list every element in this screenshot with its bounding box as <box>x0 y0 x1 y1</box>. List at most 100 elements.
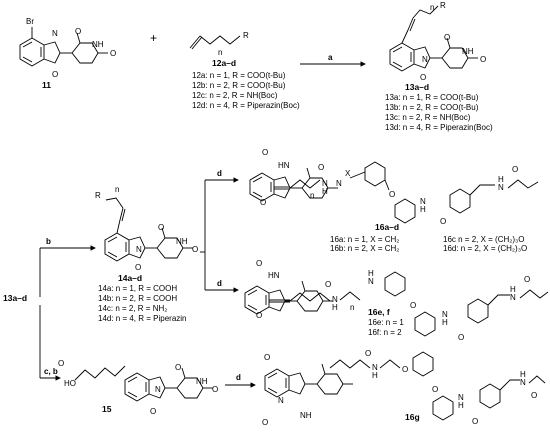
reagent-12b: 12b: n = 2, R = COO(t-Bu) <box>192 81 286 90</box>
compound-13-start-label: 13a–d <box>3 293 27 303</box>
compound-16ad-label: 16a–d <box>375 222 399 232</box>
r-group-13: R <box>440 1 446 10</box>
n-atom-16ef-a: N <box>332 295 338 304</box>
n-index-14: n <box>115 185 119 194</box>
o-atom-16ad-c: O <box>440 217 446 226</box>
hn-atom-16ef: HN <box>268 271 280 280</box>
h-atom-16ad-b: H <box>420 205 426 214</box>
o-atom-16ad-a: O <box>318 163 324 172</box>
n-index-12: n <box>218 48 222 57</box>
r-group-12: R <box>243 31 249 40</box>
bromine-atom: Br <box>26 17 34 26</box>
o-atom-15-b: O <box>175 363 181 372</box>
n-atom-16ad-b: N <box>336 179 342 188</box>
compound-15: O HO N O NH O O 15 <box>58 359 218 416</box>
o-atom-16g-d: O <box>402 365 408 374</box>
acid-14c: 14c: n = 2, R = NH₂ <box>98 304 167 313</box>
o-atom-11b: O <box>110 49 116 58</box>
product-13b: 13b: n = 2, R = COO(t-Bu) <box>385 103 479 112</box>
n-index-16ef: n <box>350 303 354 312</box>
o-atom-16g-e: O <box>432 385 438 394</box>
hn-atom-16ad: HN <box>278 161 290 170</box>
acid-14a: 14a: n = 1, R = COOH <box>98 284 177 293</box>
h-atom-16ad: H <box>322 187 328 196</box>
compound-13-label: 13a–d <box>405 82 429 92</box>
n-atom-16ef-d: N <box>510 293 516 302</box>
o-atom-15-d: O <box>150 407 156 416</box>
reagent-12d: 12d: n = 4, R = Piperazin(Boc) <box>192 101 300 110</box>
plus-sign: + <box>150 31 157 45</box>
compound-13: n R N O NH O O 13a–d 13a: n = 1, R = COO… <box>385 1 493 132</box>
phenyl-ring-16ef-a <box>384 271 406 297</box>
n-atom-16ad-d: N <box>498 183 504 192</box>
reagent-12c: 12c: n = 2, R = NH(Boc) <box>192 91 278 100</box>
n-atom-16ad-c: N <box>420 197 426 206</box>
o-atom-16g-c: O <box>365 349 371 358</box>
n-atom-16g-d: N <box>520 378 526 387</box>
n-atom-15: N <box>155 385 161 394</box>
h-atom-16ad-c: H <box>498 175 504 184</box>
compound-11: Br N O O NH O 11 <box>19 17 116 90</box>
o-atom-13b: O <box>480 55 486 64</box>
o-atom-16ad-b: O <box>389 190 395 199</box>
phenyl-ring-16ef-b <box>414 311 436 337</box>
nh-atom-11: NH <box>92 40 104 49</box>
compound-16ef-label: 16e, f <box>368 307 390 317</box>
o-atom-16g-g: O <box>531 391 537 400</box>
phenyl-ring-16g-b <box>432 395 454 421</box>
h-atom-16ef-c: H <box>442 318 448 327</box>
o-atom-16ef-c: O <box>325 280 331 289</box>
o-atom-15-a: O <box>58 359 64 368</box>
compound-16g-label: 16g <box>405 412 420 422</box>
nh-atom-15: NH <box>196 377 208 386</box>
compound-12: n R 12a–d 12a: n = 1, R = COO(t-Bu) 12b:… <box>189 31 300 110</box>
o-atom-16g-a: O <box>264 353 270 362</box>
ho-atom-15: HO <box>64 379 76 388</box>
n-atom-14: N <box>136 245 142 254</box>
o-atom-16ad-d: O <box>512 165 518 174</box>
phenyl-ring-16ad-c <box>449 188 471 214</box>
o-atom-11a: O <box>75 27 81 36</box>
compound-12-label: 12a–d <box>212 58 236 68</box>
h-atom-16g-c: H <box>520 370 526 379</box>
product-13d: 13d: n = 4, R = Piperazin(Boc) <box>385 123 493 132</box>
n-atom-16ef-c: N <box>442 310 448 319</box>
r-group-14: R <box>95 191 101 200</box>
n-atom-16g-a: N <box>278 396 284 405</box>
n-index-13: n <box>430 3 434 12</box>
compound-14-label: 14a–d <box>118 273 142 283</box>
step-d1-label: d <box>217 169 222 178</box>
acid-14d: 14d: n = 4, R = Piperazin <box>98 314 187 323</box>
n-atom-16g-c: N <box>458 393 464 402</box>
o-atom-15-c: O <box>212 385 218 394</box>
product-13c: 13c: n = 2, R = NH(Boc) <box>385 113 471 122</box>
product-16b: 16b: n = 2, X = CH₂ <box>330 244 399 253</box>
phenyl-ring-16ef-c <box>467 298 489 324</box>
nh-atom-14: NH <box>176 237 188 246</box>
product-13a: 13a: n = 1, R = COO(t-Bu) <box>385 93 479 102</box>
n-atom-16ef-b: N <box>368 277 374 286</box>
o-atom-13c: O <box>420 73 426 82</box>
reagent-12a: 12a: n = 1, R = COO(t-Bu) <box>192 71 286 80</box>
h-atom-16ef-d: H <box>510 285 516 294</box>
compound-14: R n N O NH O O 14a–d 14a: n = 1, R = COO… <box>95 185 198 323</box>
step-d3-label: d <box>236 373 241 382</box>
nh-atom-13: NH <box>462 47 474 56</box>
o-atom-16ef-b: O <box>256 311 262 320</box>
phenyl-ring-16g-a <box>412 351 434 377</box>
step-a-label: a <box>328 53 333 62</box>
o-atom-16g-f: O <box>472 417 478 426</box>
o-atom-16ef-a: O <box>256 259 262 268</box>
h-atom-16g-b: H <box>458 401 464 410</box>
compound-11-label: 11 <box>42 80 51 90</box>
o-atom-16ef-f: O <box>524 275 530 284</box>
x-group-16ad: X <box>345 169 351 178</box>
o-atom-16ad-f: O <box>260 198 266 207</box>
n-atom-11: N <box>52 29 58 38</box>
o-atom-13a: O <box>444 33 450 42</box>
step-cb-label: c, b <box>44 367 58 376</box>
h-atom-16ef-b: H <box>368 269 374 278</box>
product-16f: 16f: n = 2 <box>368 328 402 337</box>
compound-16e-f: O HN O O H N n H N O H N O H N O 16e, f … <box>244 259 549 342</box>
h-atom-16ef-a: H <box>332 303 338 312</box>
